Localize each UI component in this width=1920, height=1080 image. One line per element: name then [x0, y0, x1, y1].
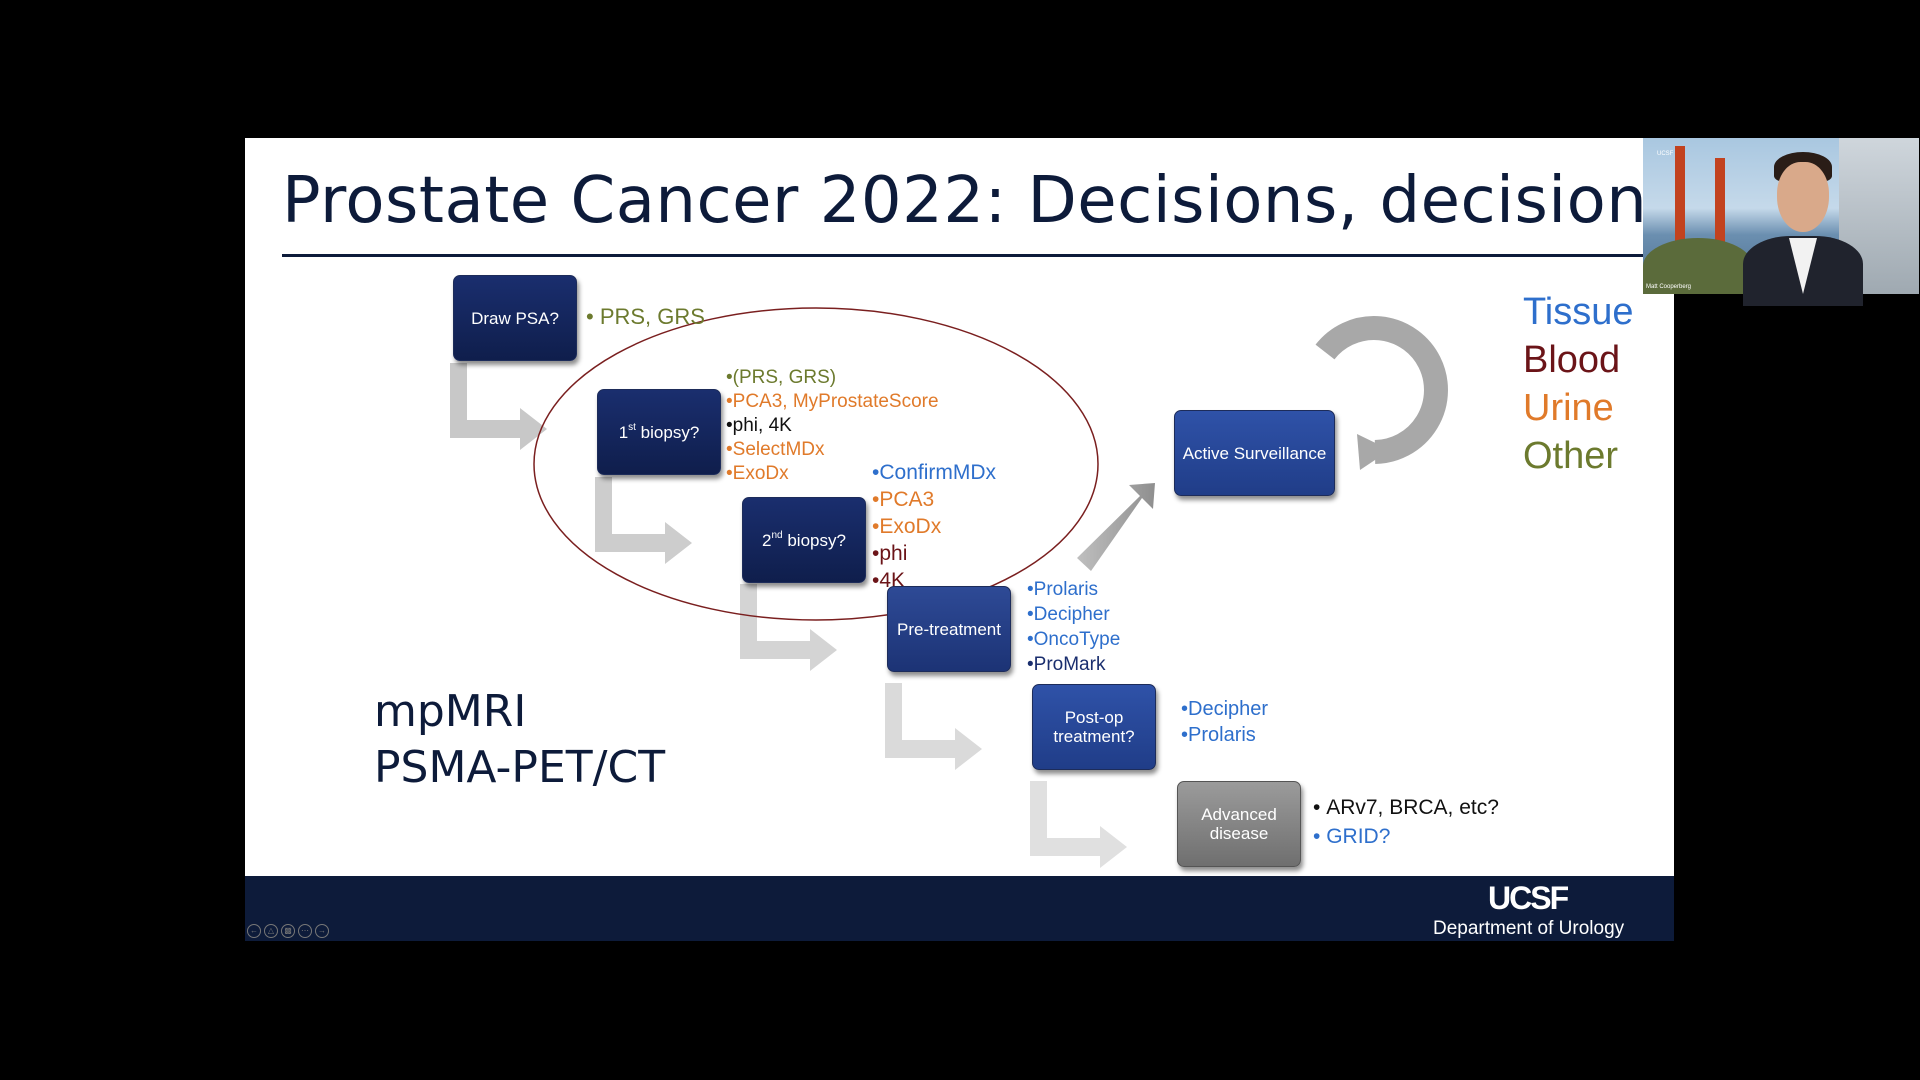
webcam-video[interactable]: UCSF Matt Cooperberg — [1643, 138, 1919, 306]
loop-arrow-icon — [1315, 316, 1448, 464]
list-item: Prolaris — [1027, 577, 1120, 602]
participant-name: Matt Cooperberg — [1646, 284, 1692, 290]
flow-diagram-graphics — [450, 307, 1448, 868]
first-biopsy-step: 1st biopsy? — [597, 389, 721, 475]
presentation-slide: Prostate Cancer 2022: Decisions, decisio… — [245, 138, 1745, 941]
color-legend: Tissue Blood Urine Other — [1523, 288, 1634, 480]
flow-arrow-icon — [450, 363, 547, 450]
list-item: phi, 4K — [726, 414, 939, 438]
flow-arrow-icon — [1077, 483, 1155, 571]
more-icon[interactable]: ⋯ — [298, 924, 312, 938]
title-divider — [282, 254, 1687, 257]
list-item: ARv7, BRCA, etc? — [1313, 793, 1499, 822]
slide-navigation: ← △ ▩ ⋯ → — [247, 924, 329, 938]
active-surveillance-step: Active Surveillance — [1174, 410, 1335, 496]
biopsy-decision-ellipse — [533, 307, 1099, 621]
legend-blood: Blood — [1523, 339, 1621, 381]
draw-psa-step: Draw PSA? — [453, 275, 577, 361]
legend-tissue: Tissue — [1523, 291, 1634, 333]
pre-treatment-test-list: Prolaris Decipher OncoType ProMark — [1027, 577, 1121, 677]
first-biopsy-test-list: (PRS, GRS) PCA3, MyProstateScore phi, 4K… — [726, 366, 939, 486]
list-item: GRID? — [1313, 822, 1499, 851]
imaging-item: mpMRI — [374, 686, 527, 737]
list-item: ExoDx — [726, 462, 939, 486]
list-item: ExoDx — [872, 513, 996, 540]
flow-arrow-icon — [740, 584, 837, 671]
advanced-test-list: ARv7, BRCA, etc? GRID? — [1313, 793, 1499, 851]
pointer-icon[interactable]: △ — [264, 924, 278, 938]
next-slide-icon[interactable]: → — [315, 924, 329, 938]
list-item: PCA3 — [872, 486, 996, 513]
footer-band — [245, 876, 1674, 941]
advanced-disease-step: Advanced disease — [1177, 781, 1301, 867]
legend-other: Other — [1523, 435, 1619, 477]
list-item: SelectMDx — [726, 438, 939, 462]
list-item: phi — [872, 540, 996, 567]
second-biopsy-step: 2nd biopsy? — [742, 497, 866, 583]
list-item: OncoType — [1027, 627, 1121, 652]
post-op-treatment-step: Post-op treatment? — [1032, 684, 1156, 770]
list-item: Decipher — [1027, 602, 1120, 627]
captions-icon[interactable]: ▩ — [281, 924, 295, 938]
imaging-list: mpMRI PSMA-PET/CT — [374, 684, 665, 796]
flow-arrow-icon — [885, 683, 982, 770]
list-item: Decipher — [1181, 696, 1268, 722]
department-label: Department of Urology — [1433, 918, 1625, 939]
list-item: ProMark — [1027, 652, 1120, 677]
flow-arrow-icon — [595, 477, 692, 564]
post-op-test-list: Decipher Prolaris — [1181, 696, 1268, 748]
list-item: PCA3, MyProstateScore — [726, 390, 939, 414]
ucsf-logo: UCSF — [1488, 880, 1569, 916]
webcam-corner-label: UCSF — [1657, 151, 1674, 157]
second-biopsy-test-list: ConfirmMDx PCA3 ExoDx phi 4K — [872, 459, 996, 594]
legend-urine: Urine — [1523, 387, 1614, 429]
list-item: ConfirmMDx — [872, 459, 996, 486]
prev-slide-icon[interactable]: ← — [247, 924, 261, 938]
list-item: Prolaris — [1181, 722, 1268, 748]
list-item: (PRS, GRS) — [726, 366, 939, 390]
flow-arrow-icon — [1030, 781, 1127, 868]
psa-note: • PRS, GRS — [586, 304, 705, 329]
participant-avatar — [1777, 162, 1829, 232]
imaging-item: PSMA-PET/CT — [374, 742, 666, 793]
pre-treatment-step: Pre-treatment — [887, 586, 1011, 672]
slide-title: Prostate Cancer 2022: Decisions, decisio… — [282, 164, 1746, 238]
